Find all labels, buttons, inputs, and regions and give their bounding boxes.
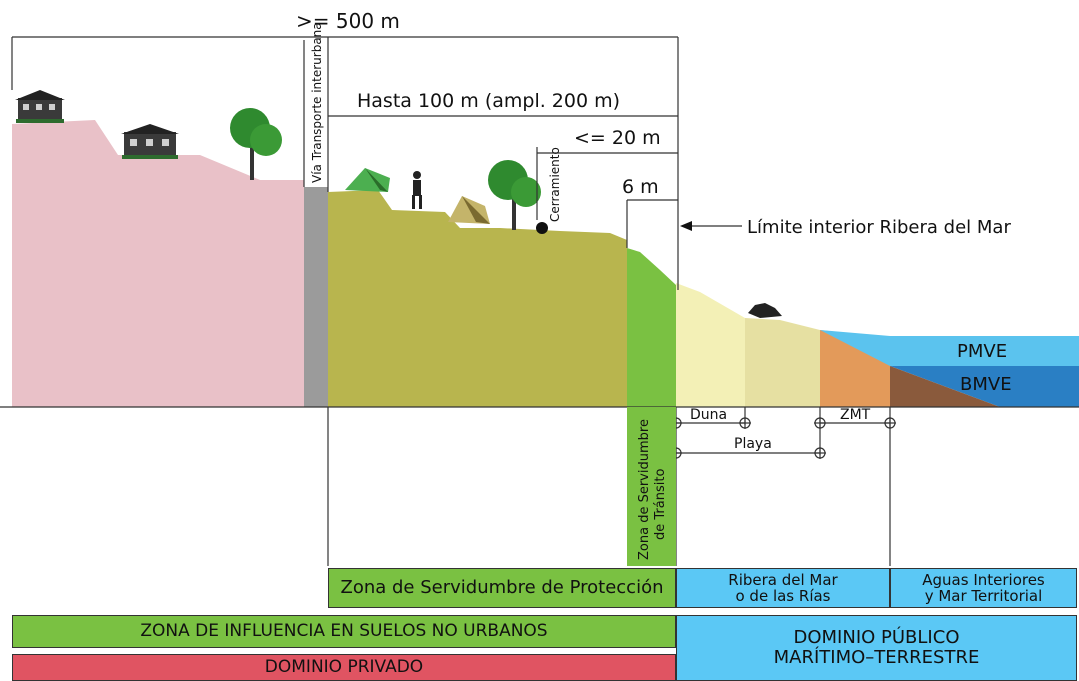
limite-label: Límite interior Ribera del Mar [747,217,1011,238]
transito-label-1: Zona de Servidumbre [637,419,652,560]
measure-500: >= 500 m [296,9,400,33]
measure-20: <= 20 m [574,127,661,149]
bmve-label: BMVE [960,374,1012,395]
band-proteccion-label: Zona de Servidumbre de Protección [340,577,664,599]
band-influencia-label: ZONA DE INFLUENCIA EN SUELOS NO URBANOS [140,621,548,642]
via-label: Vía Transporte interurbana [310,22,324,183]
cerramiento-label: Cerramiento [548,147,562,222]
transit-zone-land [627,248,676,407]
private-land [12,120,304,407]
band-ribera-label-2: o de las Rías [735,587,831,605]
playa-label: Playa [734,436,772,452]
duna-label: Duna [690,407,727,423]
band-ribera-label-1: Ribera del Mar [728,570,838,589]
dune-land [676,283,745,407]
band-ribera: Ribera del Mar o de las Rías [676,568,890,608]
person-icon [412,171,422,209]
measure-100: Hasta 100 m (ampl. 200 m) [357,90,620,112]
house-icon [15,90,65,123]
band-aguas: Aguas Interiores y Mar Territorial [890,568,1077,608]
tree-icon [488,160,541,230]
pmve-label: PMVE [957,341,1007,362]
cerramiento-post [536,222,548,234]
band-aguas-label-2: y Mar Territorial [924,587,1043,605]
band-privado: DOMINIO PRIVADO [12,654,676,681]
band-publico: DOMINIO PÚBLICO MARÍTIMO–TERRESTRE [676,615,1077,681]
band-privado-label: DOMINIO PRIVADO [264,657,424,678]
transit-column [627,407,676,566]
beach-land [745,318,820,407]
tent-icon [448,196,490,224]
band-proteccion: Zona de Servidumbre de Protección [328,568,676,608]
transito-label-2: de Tránsito [653,469,668,540]
rocks [748,303,782,318]
crosshair-markers [670,417,896,459]
house-icon [121,124,179,159]
band-aguas-label-1: Aguas Interiores [922,570,1045,589]
protection-land [328,190,627,407]
seabed [855,350,1000,407]
zmt-label: ZMT [840,407,871,423]
road [304,187,328,407]
measure-6: 6 m [622,176,659,198]
band-publico-label-1: DOMINIO PÚBLICO [793,627,960,649]
band-publico-label-2: MARÍTIMO–TERRESTRE [773,647,980,668]
tree-icon [230,108,282,180]
limite-arrow [680,221,692,231]
sea-high [820,330,1079,366]
tent-icon [345,168,390,192]
sea-low [890,366,1079,407]
band-influencia: ZONA DE INFLUENCIA EN SUELOS NO URBANOS [12,615,676,648]
